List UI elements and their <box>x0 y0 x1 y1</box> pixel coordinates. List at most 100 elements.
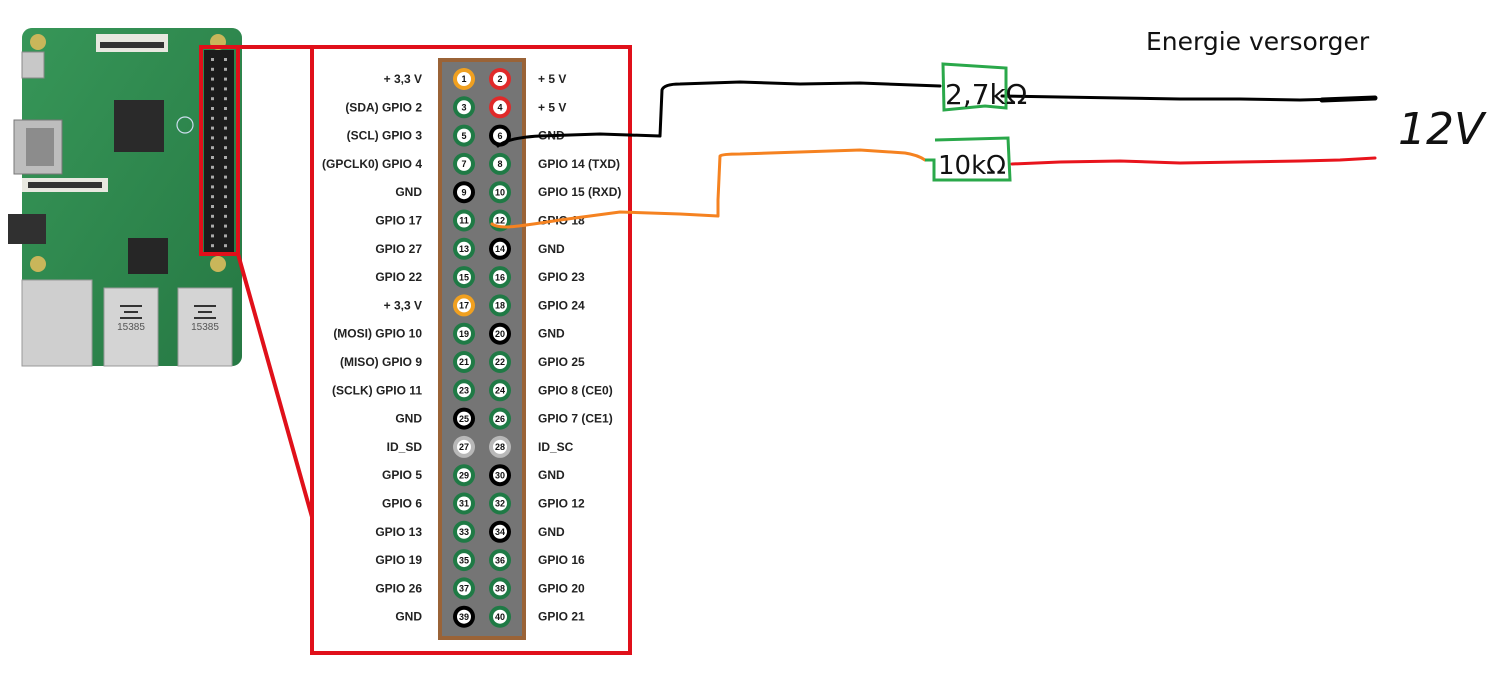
header-pin <box>211 244 214 248</box>
pin-number: 7 <box>461 159 466 169</box>
header-pin <box>211 77 214 81</box>
pin-center <box>457 581 471 596</box>
pin-number: 21 <box>459 357 469 367</box>
pin-number: 20 <box>495 329 505 339</box>
pin-number: 15 <box>459 272 469 282</box>
pin-5: 5 <box>453 124 475 147</box>
pin-number: 9 <box>461 187 466 197</box>
pin-28: 28 <box>489 435 511 458</box>
pin-row: 27 ID_SD 28 ID_SC <box>387 435 574 458</box>
pin-22: 22 <box>489 351 511 373</box>
header-pin <box>224 116 227 120</box>
pin-36: 36 <box>489 549 511 572</box>
zoom-connector-bottom <box>236 253 314 518</box>
header-pin <box>211 185 214 189</box>
header-pin <box>224 107 227 110</box>
pin-32: 32 <box>489 492 511 515</box>
pin-label: GPIO 14 (TXD) <box>538 157 620 171</box>
pin-center <box>493 383 507 398</box>
pin-label: GND <box>538 525 565 539</box>
pin-center <box>457 439 471 454</box>
header-pin <box>224 195 227 199</box>
pin-3: 3 <box>453 96 475 119</box>
pin-9: 9 <box>453 181 475 204</box>
pin-37: 37 <box>453 577 475 600</box>
pin-label: GPIO 5 <box>382 468 422 482</box>
pin-center <box>457 213 471 228</box>
pin-11: 11 <box>453 209 475 232</box>
header-pin <box>224 77 227 81</box>
soc-chip <box>114 100 164 152</box>
pin-number: 8 <box>497 159 502 169</box>
header-pin <box>224 185 227 189</box>
header-pin <box>224 244 227 248</box>
pin-center <box>493 524 507 539</box>
pin-number: 16 <box>495 272 505 282</box>
pin-center <box>457 270 471 285</box>
pin-number: 2 <box>497 74 502 84</box>
pin-label: GPIO 13 <box>375 525 422 539</box>
pin-4: 4 <box>489 96 511 119</box>
pin-center <box>457 128 471 143</box>
pin-25: 25 <box>453 407 475 430</box>
pin-number: 39 <box>459 612 469 622</box>
header-pin <box>211 165 214 169</box>
pin-27: 27 <box>453 435 475 458</box>
header-pin <box>211 234 214 238</box>
pin-number: 26 <box>495 414 505 424</box>
pin-center <box>493 72 507 86</box>
raspberry-logo-icon <box>176 116 194 134</box>
pin-number: 1 <box>461 74 466 84</box>
header-pin <box>211 146 214 150</box>
wires <box>490 80 1378 229</box>
pin-center <box>493 270 507 285</box>
pin-label: ID_SD <box>387 440 423 454</box>
pin-center <box>493 581 507 596</box>
pin-13: 13 <box>453 237 475 260</box>
header-pin <box>211 67 214 71</box>
board-header-pins <box>211 58 227 248</box>
pin-number: 33 <box>459 527 469 537</box>
mount-hole-icon <box>210 256 226 272</box>
pin-35: 35 <box>453 549 475 572</box>
pin-16: 16 <box>489 266 511 289</box>
camera-connector-slot <box>28 182 102 188</box>
wire-gpio18-orange <box>490 148 927 229</box>
pin-label: ID_SC <box>538 440 574 454</box>
pin-number: 14 <box>495 244 505 254</box>
wire-12v-black-end <box>1319 95 1378 103</box>
pin-33: 33 <box>453 520 475 543</box>
pinout-box <box>310 45 632 655</box>
pin-40: 40 <box>489 605 511 628</box>
header-pin <box>211 175 214 179</box>
pin-number: 4 <box>497 103 502 113</box>
header-pin <box>224 214 227 218</box>
pin-number: 25 <box>459 414 469 424</box>
pin-number: 29 <box>459 470 469 480</box>
pin-label: GPIO 8 (CE0) <box>538 383 613 397</box>
header-pin <box>211 214 214 218</box>
pin-center <box>457 72 471 86</box>
pin-number: 30 <box>495 470 505 480</box>
raspberry-pi-board: 15385 15385 <box>8 28 242 367</box>
pin-label: GPIO 19 <box>375 553 422 567</box>
pin-number: 11 <box>459 216 469 226</box>
header-highlight-box <box>199 45 240 256</box>
pin-number: 17 <box>459 301 469 311</box>
pin-29: 29 <box>453 464 475 487</box>
pin-label: (MISO) GPIO 9 <box>340 355 422 369</box>
pin-center <box>457 298 471 313</box>
pin-number: 40 <box>495 612 505 622</box>
pin-number: 22 <box>495 357 505 367</box>
pin-center <box>493 156 507 171</box>
header-pin <box>224 224 227 228</box>
header-pin <box>211 58 214 61</box>
pin-number: 6 <box>497 131 502 141</box>
usb-label: 15385 <box>117 322 145 333</box>
